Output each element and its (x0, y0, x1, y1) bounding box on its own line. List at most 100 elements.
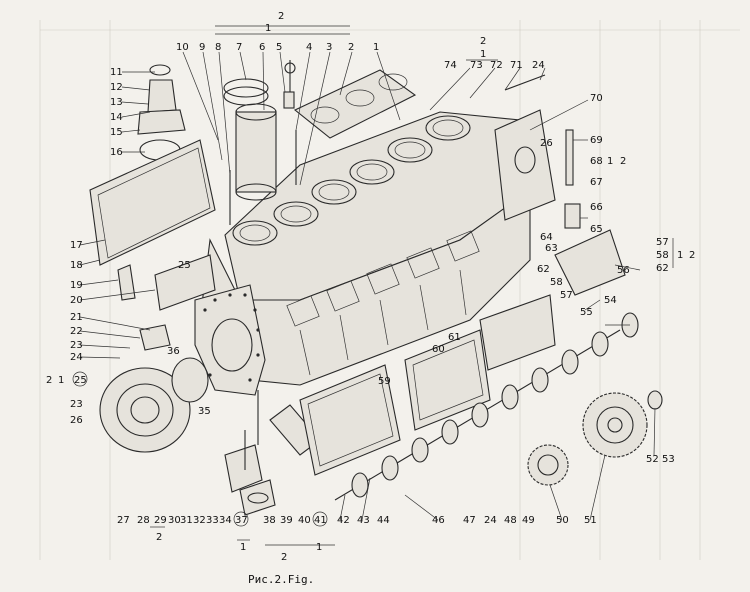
callout-label: 58 (656, 250, 669, 261)
callout-label: 31 (180, 515, 193, 526)
callout-label: 15 (110, 127, 123, 138)
callout-label: 44 (377, 515, 390, 526)
callout-label: 3 (326, 42, 332, 53)
leader-lines (79, 51, 656, 521)
callout-label: 62 (537, 264, 550, 275)
callout-label: 37 (235, 515, 248, 526)
callout-label: 30 (168, 515, 181, 526)
callout-label: 26 (540, 138, 553, 149)
callout-label: 69 (590, 135, 603, 146)
callout-label: 10 (176, 42, 189, 53)
callout-label: 2 (480, 36, 486, 47)
callout-label: 49 (522, 515, 535, 526)
circled-callout-marker (233, 511, 249, 527)
main-bearing-caps (224, 390, 321, 516)
callout-label: 57 (656, 237, 669, 248)
callout-label: 9 (199, 42, 205, 53)
timing-cover (99, 324, 209, 453)
callout-label: 36 (167, 346, 180, 357)
callout-label: 24 (532, 60, 545, 71)
callout-label: 34 (219, 515, 232, 526)
callout-label: 25 (178, 260, 191, 271)
callout-label: 60 (432, 344, 445, 355)
callout-label: 28 (137, 515, 150, 526)
timing-gears (527, 390, 663, 486)
callout-label: 62 (656, 263, 669, 274)
callout-label: 53 (662, 454, 675, 465)
callout-label: 18 (70, 260, 83, 271)
head-gasket (293, 69, 417, 139)
callout-label: 66 (590, 202, 603, 213)
callout-label: 2 (620, 156, 626, 167)
callout-label: 32 (193, 515, 206, 526)
callout-label: 7 (236, 42, 242, 53)
callout-label: 1 (265, 23, 271, 34)
callout-label: 35 (198, 406, 211, 417)
callout-label: 1 (480, 49, 486, 60)
callout-label: 42 (337, 515, 350, 526)
callout-label: 4 (306, 42, 312, 53)
callout-label: 2 (278, 11, 284, 22)
circled-callout-marker (312, 511, 328, 527)
cylinder-liner (223, 60, 297, 225)
callout-label: 73 (470, 60, 483, 71)
oil-filler-and-side-cover (89, 64, 216, 311)
callout-label: 67 (590, 177, 603, 188)
callout-label: 1 (607, 156, 613, 167)
callout-label: 55 (580, 307, 593, 318)
callout-label: 51 (584, 515, 597, 526)
side-cover-plates (299, 294, 556, 476)
circled-callout-marker (72, 371, 88, 387)
callout-label: 50 (556, 515, 569, 526)
callout-label: 33 (206, 515, 219, 526)
callout-labels: 2 1 10 9 8 7 6 5 4 3 2 1 11 12 13 14 15 … (46, 11, 695, 563)
callout-label: 47 (463, 515, 476, 526)
callout-label: 2 (689, 250, 695, 261)
callout-label: 16 (110, 147, 123, 158)
callout-label: 74 (444, 60, 457, 71)
callout-label: 70 (590, 93, 603, 104)
callout-label: 25 (74, 375, 87, 386)
callout-label: 24 (484, 515, 497, 526)
callout-label: 11 (110, 67, 123, 78)
callout-label: 68 (590, 156, 603, 167)
callout-label: 54 (604, 295, 617, 306)
callout-label: 1 (373, 42, 379, 53)
callout-label: 2 (348, 42, 354, 53)
callout-label: 12 (110, 82, 123, 93)
callout-label: 22 (70, 326, 83, 337)
callout-label: 17 (70, 240, 83, 251)
camshaft (334, 312, 639, 501)
callout-label: 26 (70, 415, 83, 426)
callout-label: 1 (240, 542, 246, 553)
group-brackets (150, 25, 674, 546)
callout-label: 58 (550, 277, 563, 288)
callout-label: 39 (280, 515, 293, 526)
callout-label: 38 (263, 515, 276, 526)
callout-label: 27 (117, 515, 130, 526)
callout-label: 2 (156, 532, 162, 543)
callout-label: 20 (70, 295, 83, 306)
callout-label: 8 (215, 42, 221, 53)
callout-label: 14 (110, 112, 123, 123)
callout-label: 52 (646, 454, 659, 465)
callout-label: 71 (510, 60, 523, 71)
callout-label: 65 (590, 224, 603, 235)
callout-label: 1 (58, 375, 64, 386)
callout-label: 6 (259, 42, 265, 53)
callout-label: 5 (276, 42, 282, 53)
callout-label: 57 (560, 290, 573, 301)
callout-label: 1 (677, 250, 683, 261)
rear-flange-and-studs (494, 74, 626, 296)
callout-label: 24 (70, 352, 83, 363)
callout-label: 41 (314, 515, 327, 526)
callout-label: 13 (110, 97, 123, 108)
callout-label: 29 (154, 515, 167, 526)
callout-label: 1 (316, 542, 322, 553)
callout-label: 19 (70, 280, 83, 291)
callout-label: 43 (357, 515, 370, 526)
callout-label: 23 (70, 340, 83, 351)
callout-label: 64 (540, 232, 553, 243)
callout-label: 61 (448, 332, 461, 343)
